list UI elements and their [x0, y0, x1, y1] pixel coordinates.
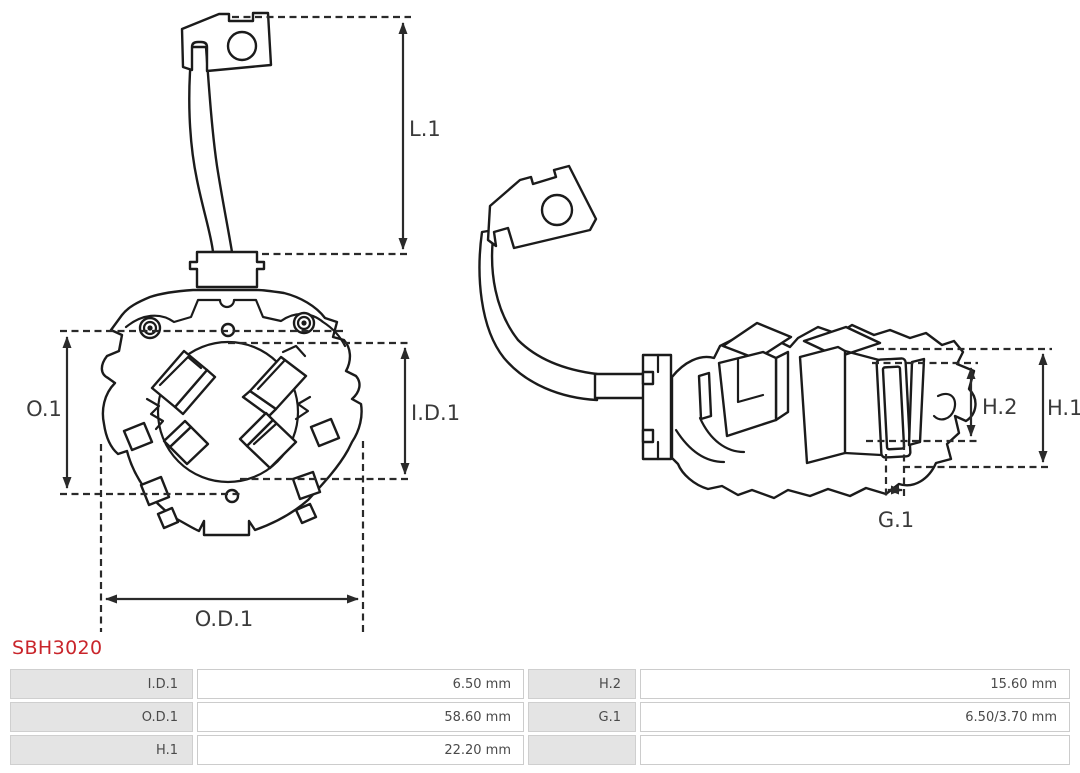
- dim-value-cell: [640, 735, 1070, 765]
- dim-label-cell: O.D.1: [10, 702, 193, 732]
- technical-drawing: L.1 O.1 I.D.1 O.D.1: [26, 11, 1080, 632]
- lead-wire: [188, 45, 234, 254]
- dim-label-id1: I.D.1: [411, 401, 460, 425]
- wire-block: [188, 250, 266, 289]
- brush-box-lower-right: [238, 411, 298, 470]
- front-brush-box: [798, 325, 957, 465]
- side-view-figure: H.2 H.1 G.1: [478, 164, 1080, 532]
- spring-notch-right: [294, 395, 312, 421]
- dim-label-cell: H.1: [10, 735, 193, 765]
- front-view-figure: L.1 O.1 I.D.1 O.D.1: [26, 11, 460, 632]
- divider-bar: [697, 371, 713, 421]
- dim-label-l1: L.1: [409, 117, 441, 141]
- dim-value-cell: 6.50/3.70 mm: [640, 702, 1070, 732]
- spring-notch-left: [145, 397, 165, 431]
- dim-label-od1: O.D.1: [195, 607, 254, 631]
- dimension-h2: H.2: [866, 361, 1017, 443]
- dim-value-cell: 58.60 mm: [197, 702, 524, 732]
- terminal-hole: [226, 30, 258, 62]
- flange-connector: [641, 353, 673, 461]
- mounting-eyelet-left: [138, 316, 162, 340]
- dimension-od1: O.D.1: [99, 441, 365, 632]
- dim-label-cell: [528, 735, 636, 765]
- mounting-eyelet-right: [292, 311, 316, 335]
- dim-value-cell: 15.60 mm: [640, 669, 1070, 699]
- lead-wire-side: [478, 228, 599, 402]
- brush-box-lower-left: [162, 419, 210, 466]
- dimension-g1: G.1: [878, 443, 914, 532]
- dim-label-o1: O.1: [26, 397, 62, 421]
- terminal-hole-side: [540, 193, 574, 227]
- brush-box-upper-right: [241, 344, 308, 418]
- dimension-o1: O.1: [26, 329, 346, 496]
- dim-label-g1: G.1: [878, 508, 914, 532]
- wire-stub: [593, 372, 647, 400]
- back-brush-box: [717, 321, 793, 438]
- dim-value-cell: 22.20 mm: [197, 735, 524, 765]
- dim-label-cell: I.D.1: [10, 669, 193, 699]
- bottom-center-hole: [224, 488, 240, 504]
- dimension-id1: I.D.1: [228, 341, 460, 481]
- dim-label-cell: H.2: [528, 669, 636, 699]
- dimension-l1: L.1: [232, 15, 441, 256]
- dimensions-table: I.D.1 6.50 mm H.2 15.60 mm O.D.1 58.60 m…: [10, 669, 1070, 765]
- dimension-h1: H.1: [877, 347, 1080, 469]
- part-number: SBH3020: [12, 637, 103, 659]
- inner-contour: [124, 298, 347, 348]
- dim-label-h2: H.2: [982, 395, 1017, 419]
- rim-tabs: [122, 417, 341, 530]
- housing-detail-arcs: [674, 416, 746, 464]
- dim-label-h1: H.1: [1047, 396, 1080, 420]
- dim-value-cell: 6.50 mm: [197, 669, 524, 699]
- brush-box-upper-left: [150, 349, 217, 416]
- dim-label-cell: G.1: [528, 702, 636, 732]
- holder-body: [100, 288, 363, 537]
